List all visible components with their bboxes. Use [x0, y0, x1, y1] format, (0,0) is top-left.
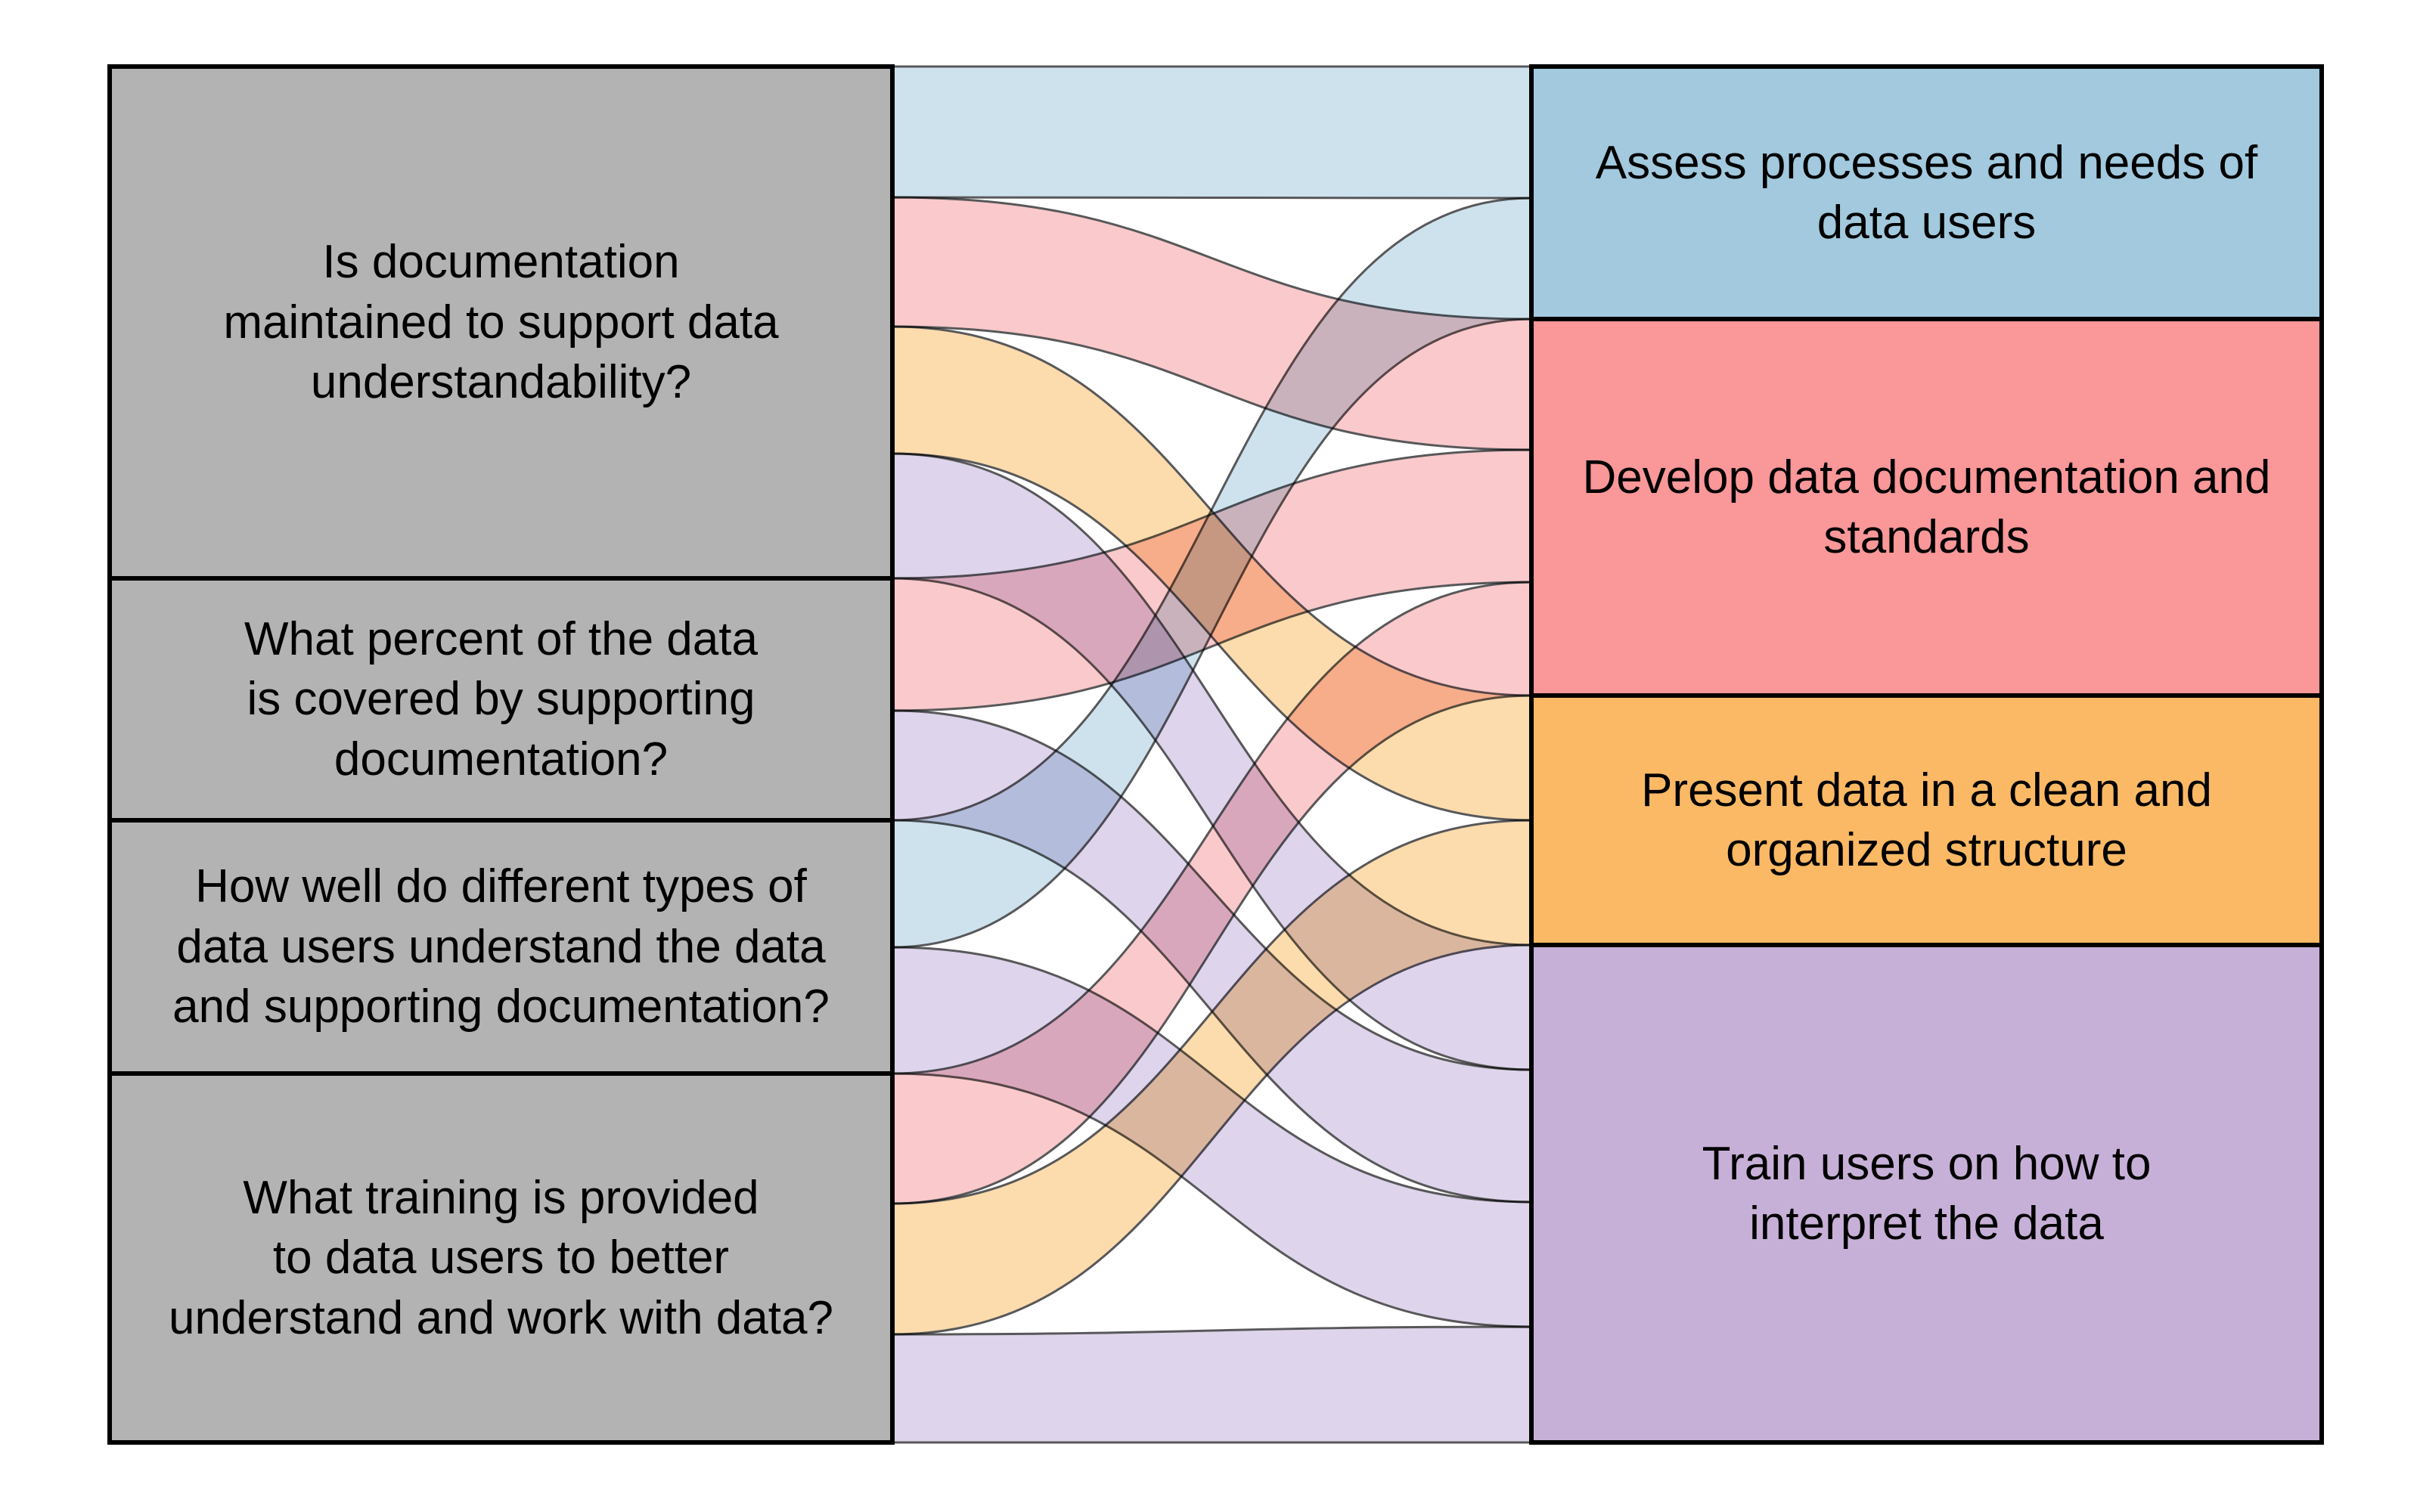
- right-node-present: [1529, 693, 2324, 947]
- left-node-q-documentation-maintained: [107, 64, 895, 581]
- left-node-q-users-understand: [107, 818, 895, 1076]
- left-node-q-training-provided: [107, 1071, 895, 1445]
- flow-q-training-provided-to-train: [891, 1325, 1533, 1444]
- right-node-assess: [1529, 64, 2324, 321]
- left-node-q-percent-covered: [107, 576, 895, 823]
- right-node-develop: [1529, 317, 2324, 698]
- flow-q-documentation-maintained-to-assess: [891, 65, 1533, 200]
- right-node-train: [1529, 943, 2324, 1445]
